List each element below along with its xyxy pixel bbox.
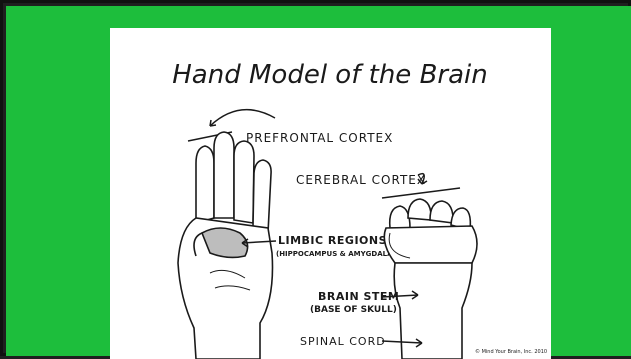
diagram-title: Hand Model of the Brain — [172, 60, 487, 90]
label-spinal-cord: SPINAL CORD — [300, 335, 386, 348]
label-brain-stem-detail: (BASE OF SKULL) — [310, 305, 397, 315]
label-prefrontal-cortex: PREFRONTAL CORTEX — [246, 131, 393, 145]
label-cerebral-cortex: CEREBRAL CORTEX — [296, 173, 426, 187]
slide-background: Hand Model of the Brain PREFRONTAL CORTE… — [6, 6, 631, 356]
fist-hand — [384, 199, 477, 359]
copyright-notice: © Mind Your Brain, Inc. 2010 — [475, 348, 547, 355]
open-hand — [178, 132, 273, 359]
illustration-panel: Hand Model of the Brain PREFRONTAL CORTE… — [110, 28, 551, 359]
label-limbic-detail: (HIPPOCAMPUS & AMYGDALA) — [276, 250, 396, 258]
hand-brain-diagram: Hand Model of the Brain PREFRONTAL CORTE… — [110, 28, 551, 359]
label-limbic-regions: LIMBIC REGIONS — [278, 234, 387, 247]
